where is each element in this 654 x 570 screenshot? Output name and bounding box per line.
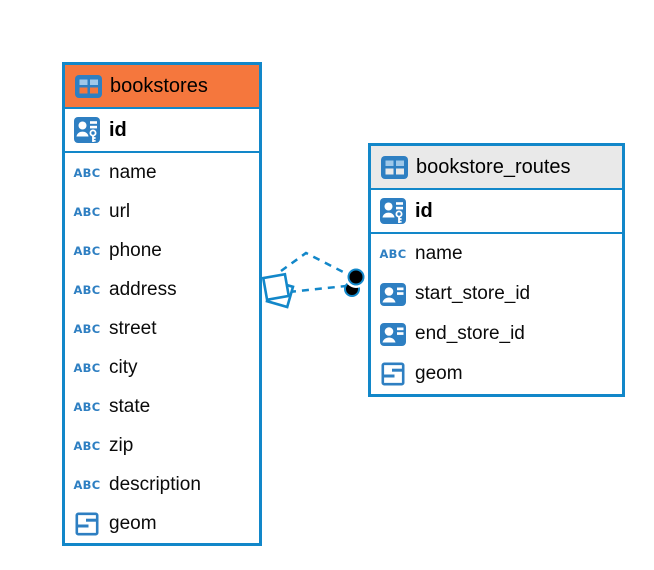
text-column-icon: ABC <box>73 438 101 453</box>
column-row[interactable]: start_store_id <box>371 274 622 314</box>
column-row[interactable]: ABC phone <box>65 231 259 270</box>
text-column-icon: ABC <box>73 243 101 258</box>
column-name: end_store_id <box>415 323 525 344</box>
column-name: street <box>109 317 157 339</box>
text-column-icon: ABC <box>73 282 101 297</box>
relationship-line-lower[interactable] <box>288 284 347 294</box>
squares-endpoint[interactable] <box>261 272 295 309</box>
column-row[interactable]: ABC url <box>65 192 259 231</box>
column-row[interactable]: ABC city <box>65 348 259 387</box>
table-title: bookstores <box>110 74 208 97</box>
column-row[interactable]: ABC street <box>65 309 259 348</box>
column-row[interactable]: ABC zip <box>65 426 259 465</box>
column-row[interactable]: ABC state <box>65 387 259 426</box>
text-column-icon: ABC <box>73 360 101 375</box>
column-name: address <box>109 278 177 300</box>
primary-key-icon <box>379 197 407 225</box>
column-row[interactable]: ABC name <box>65 153 259 192</box>
foreign-key-icon <box>379 282 407 306</box>
table-icon <box>380 155 408 179</box>
text-column-icon: ABC <box>73 477 101 492</box>
column-name: state <box>109 395 151 417</box>
primary-key-icon <box>73 116 101 144</box>
table-title: bookstore_routes <box>416 155 571 178</box>
table-header[interactable]: bookstore_routes <box>371 146 622 188</box>
column-name: phone <box>109 239 162 261</box>
text-column-icon: ABC <box>73 165 101 180</box>
column-name: url <box>109 200 131 222</box>
geometry-column-icon <box>73 511 101 536</box>
table-header[interactable]: bookstores <box>65 65 259 107</box>
column-list: ABC name ABC url ABC phone ABC address A… <box>65 153 259 543</box>
column-name: name <box>109 161 157 183</box>
column-row-id[interactable]: id <box>65 107 259 153</box>
text-column-icon: ABC <box>379 247 407 261</box>
column-name: name <box>415 243 463 264</box>
text-column-icon: ABC <box>73 204 101 219</box>
column-name: zip <box>109 434 134 456</box>
column-row[interactable]: geom <box>65 504 259 543</box>
column-row[interactable]: ABC address <box>65 270 259 309</box>
column-name: city <box>109 356 138 378</box>
column-row[interactable]: ABC name <box>371 234 622 274</box>
table-bookstores[interactable]: bookstores id ABC <box>62 62 262 546</box>
column-name: id <box>415 199 433 222</box>
table-icon <box>74 74 102 98</box>
text-column-icon: ABC <box>73 399 101 414</box>
column-name: geom <box>415 363 463 384</box>
column-name: start_store_id <box>415 283 531 304</box>
relationship-line-upper[interactable] <box>280 251 350 277</box>
column-name: id <box>109 118 127 141</box>
table-bookstore-routes[interactable]: bookstore_routes id ABC <box>368 143 625 397</box>
column-name: geom <box>109 512 157 534</box>
column-list: ABC name start_store_id <box>371 234 622 394</box>
circles-endpoint[interactable] <box>344 266 367 297</box>
foreign-key-icon <box>379 322 407 346</box>
column-name: description <box>109 473 201 495</box>
column-row[interactable]: geom <box>371 354 622 394</box>
column-row[interactable]: end_store_id <box>371 314 622 354</box>
geometry-column-icon <box>379 362 407 386</box>
column-row-id[interactable]: id <box>371 188 622 234</box>
column-row[interactable]: ABC description <box>65 465 259 504</box>
text-column-icon: ABC <box>73 321 101 336</box>
